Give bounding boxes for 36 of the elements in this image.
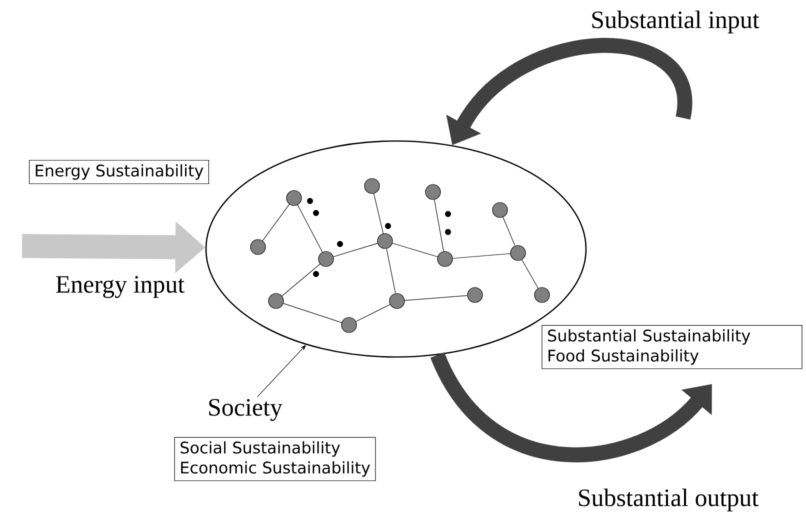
network-node xyxy=(377,233,393,249)
text-box: Energy Sustainability xyxy=(28,160,210,184)
network-node xyxy=(534,287,550,303)
network-node xyxy=(492,202,508,218)
network-link xyxy=(333,242,378,258)
network-link xyxy=(502,216,516,246)
network-link xyxy=(374,193,384,234)
network-node xyxy=(510,245,526,261)
network-node xyxy=(437,251,453,267)
edge-label: Substantial input xyxy=(590,10,760,34)
network-node xyxy=(364,178,380,194)
network-node xyxy=(425,184,441,200)
network-link xyxy=(392,242,438,258)
network-link xyxy=(386,248,396,294)
society-label: Society xyxy=(209,399,282,421)
edge-label: Energy input xyxy=(54,275,186,299)
network-node xyxy=(318,251,334,267)
network-link xyxy=(283,303,342,323)
network-node xyxy=(250,239,266,255)
block-arrow xyxy=(430,352,712,462)
network-node xyxy=(389,293,405,309)
network-link xyxy=(434,199,444,252)
text-box: Substantial Sustainability Food Sustainability xyxy=(542,324,802,370)
network-link xyxy=(452,253,511,259)
network-node xyxy=(268,293,284,309)
text-box: Social Sustainability Economic Sustainability xyxy=(174,436,376,482)
network-link xyxy=(522,259,538,289)
network-link xyxy=(262,204,290,242)
network-link xyxy=(297,204,323,252)
network-node xyxy=(341,317,357,333)
network-link xyxy=(356,304,390,322)
network-node xyxy=(467,287,483,303)
network-link xyxy=(404,295,468,301)
network-link xyxy=(282,264,320,296)
network-node xyxy=(286,190,302,206)
edge-label: Substantial output xyxy=(576,488,760,512)
